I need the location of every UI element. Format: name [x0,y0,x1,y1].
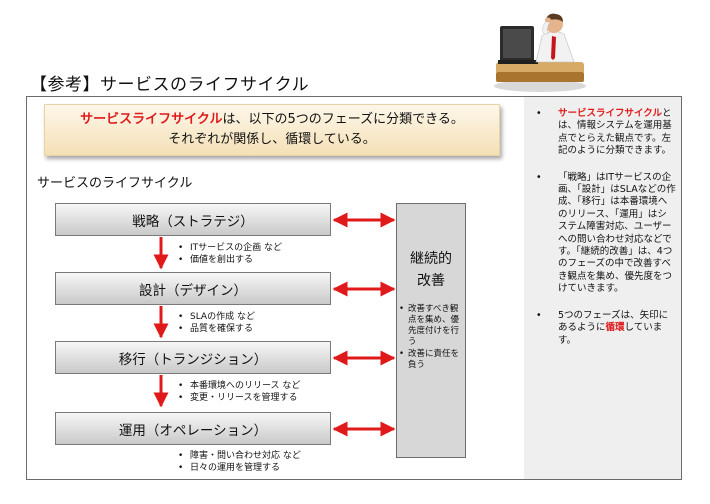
sidebar-highlight: 循環 [605,322,625,334]
note-item: 変更・リリースを管理する [178,392,300,404]
sidebar-text: とは、情報システムを運用基点でとらえた観点です。左記のように分類できます。 [558,108,672,157]
diagram-title: サービスのライフサイクル [37,176,193,191]
sidebar-text: 5つのフェーズは、矢印にあるように [558,309,669,334]
note-item: 価値を創出する [178,254,282,266]
page-title: 【参考】サービスのライフサイクル [30,75,310,95]
sidebar-text: しています。 [558,322,663,346]
phase-design: 設計（デザイン） [55,272,331,305]
note-item: ITサービスの企画 など [178,242,282,254]
content-panel [26,96,682,480]
ci-title-line1: 継続的 [410,251,452,267]
note-item: 品質を確保する [178,323,255,335]
phase-strategy: 戦略（ストラテジ） [55,203,331,236]
explanation-sidebar [524,97,681,479]
bullet: • [536,309,542,321]
ci-title-line2: 改善 [417,273,445,289]
strategy-notes: ITサービスの企画 など 価値を創出する [178,242,282,266]
intro-line2: それぞれが関係し、循環している。 [168,132,376,147]
sidebar-highlight: サービスライフサイクル [558,108,663,119]
design-notes: SLAの作成 など 品質を確保する [178,311,255,335]
sidebar-list: • サービスライフサイクルとは、情報システムを運用基点でとらえた観点です。左記の… [536,108,676,361]
operation-notes: 障害・問い合わせ対応 など 日々の運用を管理する [178,450,301,474]
intro-callout: サービスライフサイクルは、以下の5つのフェーズに分類できる。 それぞれが関係し、… [44,104,500,156]
continual-improvement-title: 継続的 改善 [396,248,466,292]
ci-note-item: 改善に責任を負う [399,349,465,371]
sidebar-item-definition: • サービスライフサイクルとは、情報システムを運用基点でとらえた観点です。左記の… [536,108,676,158]
note-item: 障害・問い合わせ対応 など [178,450,301,462]
note-item: 本番環境へのリリース など [178,380,300,392]
bullet: • [536,171,542,183]
note-item: 日々の運用を管理する [178,462,301,474]
bullet: • [536,108,542,119]
sidebar-item-cycle: • 5つのフェーズは、矢印にあるように循環しています。 [536,310,676,347]
person-at-laptop-illustration [494,13,586,92]
transition-notes: 本番環境へのリリース など 変更・リリースを管理する [178,380,300,404]
intro-line1: は、以下の5つのフェーズに分類できる。 [222,112,464,127]
note-item: SLAの作成 など [178,311,255,323]
phase-transition: 移行（トランジション） [55,341,331,374]
sidebar-text: 「戦略」はITサービスの企画、「設計」はSLAなどの作成、「移行」は本番環境への… [558,171,676,295]
intro-highlight: サービスライフサイクル [80,112,223,127]
sidebar-item-phases: • 「戦略」はITサービスの企画、「設計」はSLAなどの作成、「移行」は本番環境… [536,172,676,296]
ci-note-item: 改善すべき観点を集め、優先度付けを行う [399,304,465,348]
phase-operation: 運用（オペレーション） [55,412,331,445]
continual-improvement-notes: 改善すべき観点を集め、優先度付けを行う 改善に責任を負う [399,304,465,372]
